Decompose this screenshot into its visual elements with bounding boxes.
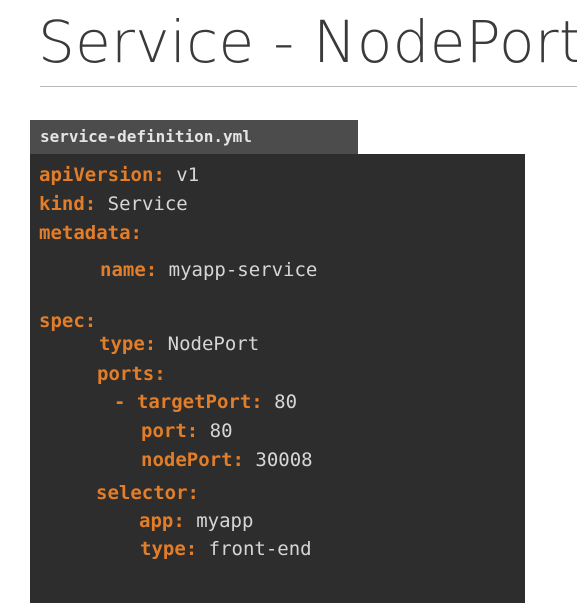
yaml-key: port (141, 420, 187, 442)
yaml-key: app (139, 510, 174, 532)
yaml-key: ports (97, 363, 155, 385)
yaml-key: spec (39, 310, 85, 332)
yaml-value: 80 (198, 420, 233, 442)
yaml-colon: : (84, 310, 97, 332)
yaml-value: v1 (164, 164, 200, 186)
yaml-key: type (99, 333, 145, 355)
yaml-colon: : (185, 538, 198, 560)
yaml-key: name (100, 259, 146, 281)
yaml-value: front-end (197, 538, 312, 560)
yaml-colon: : (144, 333, 157, 355)
code-line-type: type: NodePort (99, 332, 259, 356)
yaml-colon: : (187, 482, 199, 504)
code-line-metadata: metadata: (39, 221, 142, 245)
yaml-value: 30008 (243, 449, 313, 471)
yaml-colon: : (154, 363, 166, 385)
code-line-name: name: myapp-service (100, 258, 317, 282)
file-name-tab[interactable]: service-definition.yml (30, 120, 358, 154)
yaml-key: apiVersion (39, 164, 154, 186)
yaml-key: nodePort (141, 449, 233, 471)
code-line-selector-type: type: front-end (140, 537, 312, 561)
code-line-targetport: - targetPort: 80 (114, 390, 297, 414)
yaml-value: Service (96, 193, 188, 215)
yaml-key: selector (96, 482, 188, 504)
yaml-value: NodePort (156, 333, 260, 355)
yaml-key: metadata (39, 222, 131, 244)
slide-title: Service - NodePort (38, 8, 577, 76)
code-line-app: app: myapp (139, 509, 253, 533)
yaml-colon: : (251, 391, 263, 413)
code-editor: apiVersion: v1 kind: Service metadata: n… (30, 154, 525, 603)
title-divider (40, 86, 577, 87)
code-line-ports: ports: (97, 362, 166, 386)
yaml-colon: : (153, 164, 165, 186)
yaml-key: kind (39, 193, 85, 215)
yaml-value: 80 (262, 391, 298, 413)
code-line-port: port: 80 (141, 419, 233, 443)
yaml-key: targetPort (136, 391, 252, 413)
yaml-value: myapp-service (157, 259, 318, 281)
yaml-colon: : (173, 510, 185, 532)
code-line-selector: selector: (96, 481, 199, 505)
yaml-colon: : (84, 193, 97, 215)
yaml-colon: : (232, 449, 244, 471)
yaml-colon: : (186, 420, 199, 442)
code-line-kind: kind: Service (39, 192, 188, 216)
code-line-nodeport: nodePort: 30008 (141, 448, 313, 472)
yaml-colon: : (130, 222, 142, 244)
yaml-list-dash: - (114, 391, 137, 413)
code-line-spec: spec: (39, 309, 96, 333)
yaml-value: myapp (184, 510, 254, 532)
yaml-key: type (140, 538, 186, 560)
code-line-apiversion: apiVersion: v1 (39, 163, 199, 187)
yaml-colon: : (145, 259, 158, 281)
